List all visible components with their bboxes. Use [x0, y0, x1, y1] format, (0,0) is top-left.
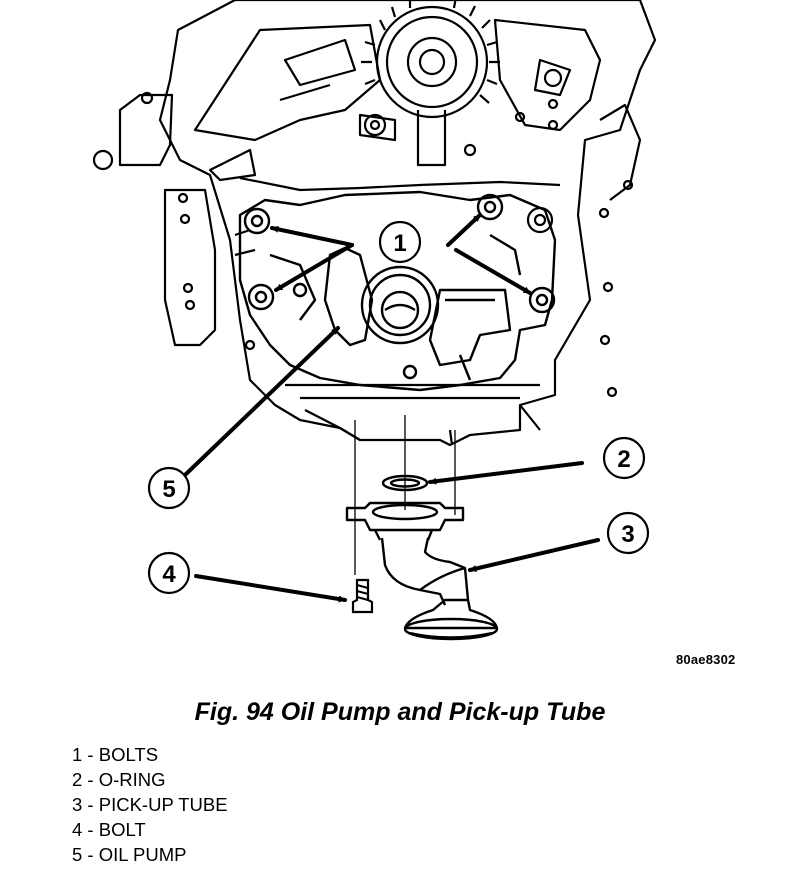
pump-bolt-upper-left — [243, 207, 271, 235]
figure-caption: Fig. 94 Oil Pump and Pick-up Tube — [194, 698, 606, 726]
legend-item: 3 - PICK-UP TUBE — [72, 794, 228, 815]
callout-3: 3 — [606, 511, 650, 555]
callout-4-number: 4 — [162, 561, 176, 588]
legend-number: 3 — [72, 794, 83, 815]
callout-2: 2 — [602, 436, 646, 480]
pick-up-tube-bolt — [351, 578, 374, 614]
callout-1-number: 1 — [393, 230, 406, 257]
callout-4: 4 — [147, 551, 191, 595]
pump-bolt-lower-left — [247, 283, 275, 311]
parts-legend: 1 - BOLTS 2 - O-RING 3 - PICK-UP TUBE 4 … — [72, 742, 228, 867]
callout-5: 5 — [147, 466, 191, 510]
legend-label: BOLT — [98, 819, 146, 840]
oil-pump-diagram: 1 2 3 4 5 — [92, 0, 657, 641]
legend-number: 1 — [72, 744, 83, 765]
legend-item: 4 - BOLT — [72, 819, 146, 840]
o-ring — [381, 474, 429, 492]
legend-item: 5 - OIL PUMP — [72, 844, 187, 865]
legend-label: O-RING — [98, 769, 166, 790]
callout-2-number: 2 — [617, 446, 630, 473]
legend-number: 2 — [72, 769, 83, 790]
legend-number: 4 — [72, 819, 83, 840]
legend-number: 5 — [72, 844, 83, 865]
figure-reference-code: 80ae8302 — [676, 652, 736, 667]
assembly-guide-lines — [354, 415, 456, 575]
legend-label: PICK-UP TUBE — [98, 794, 228, 815]
legend-label: BOLTS — [98, 744, 159, 765]
leader-arrows — [183, 213, 600, 603]
pump-bolt-upper-right — [476, 193, 504, 221]
pick-up-tube — [345, 501, 499, 641]
oil-pump-body — [238, 190, 557, 392]
legend-item: 2 - O-RING — [72, 769, 166, 790]
legend-label: OIL PUMP — [98, 844, 187, 865]
callout-3-number: 3 — [621, 521, 634, 548]
pump-bolt-lower-right — [528, 286, 556, 314]
engine-block — [92, 0, 657, 447]
callout-5-number: 5 — [162, 476, 175, 503]
legend-item: 1 - BOLTS — [72, 744, 159, 765]
callout-1: 1 — [378, 220, 422, 264]
